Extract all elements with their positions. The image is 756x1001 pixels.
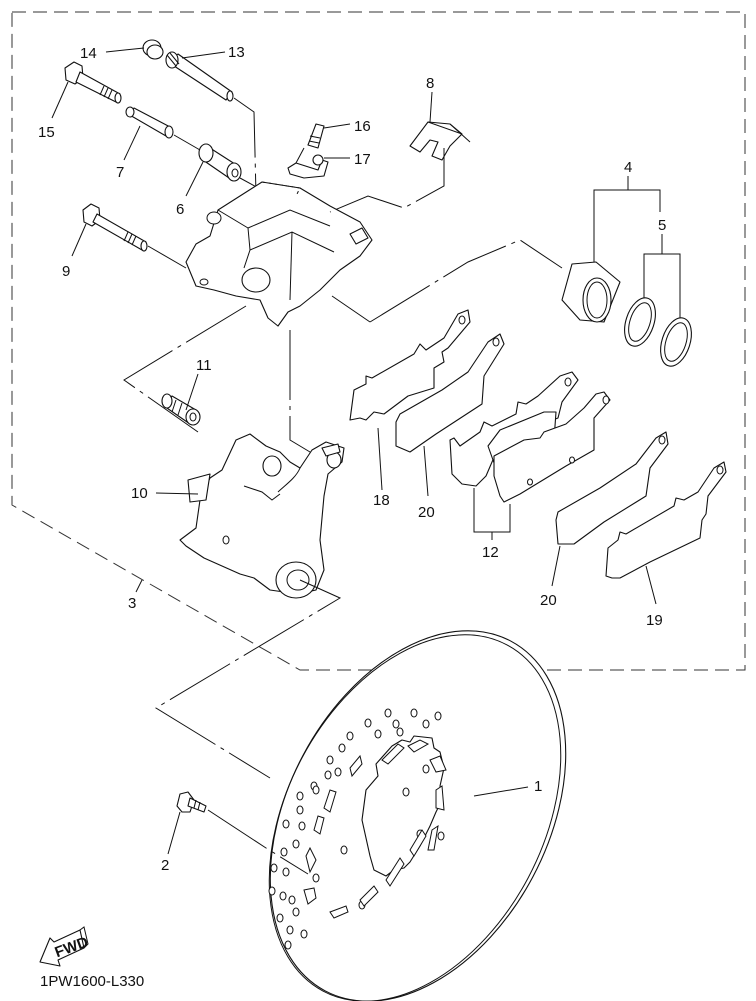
label-6[interactable]: 6: [176, 201, 184, 218]
part-7-slide-pin[interactable]: [125, 106, 174, 139]
fwd-label: FWD: [53, 934, 91, 962]
label-15[interactable]: 15: [38, 124, 55, 141]
part-19-pad-shim-outer[interactable]: [605, 461, 727, 579]
chain-2: [207, 809, 309, 875]
part-16-bleed-screw[interactable]: [307, 123, 325, 149]
chain-10: [289, 330, 321, 459]
diagram-code: 1PW1600-L330: [40, 973, 144, 990]
leader-19: [645, 565, 657, 605]
leader-7: [123, 125, 141, 161]
disc-holes: [268, 708, 445, 950]
leader-1: [473, 786, 529, 797]
leader-4: [593, 189, 661, 262]
leader-8: [429, 91, 433, 123]
leader-11: [185, 373, 199, 411]
label-8[interactable]: 8: [426, 75, 434, 92]
part-13-pad-pin[interactable]: [165, 51, 234, 102]
part-17-bleed-cap[interactable]: [287, 154, 329, 179]
part-9-caliper-bolt[interactable]: [82, 203, 148, 252]
part-8-pad-spring[interactable]: [409, 121, 471, 161]
part-12-brake-pad-kit[interactable]: [449, 371, 611, 503]
part-6-boot[interactable]: [198, 143, 242, 182]
chain-4: [369, 239, 563, 323]
leader-3: [135, 579, 143, 593]
part-15-bolt[interactable]: [64, 61, 122, 104]
leader-14: [105, 47, 145, 53]
part-20-pad-insulator-b[interactable]: [555, 431, 669, 545]
part-10-caliper-bracket[interactable]: [179, 433, 345, 599]
chain-8: [329, 148, 445, 213]
part-18-pad-shim-inner[interactable]: [349, 309, 471, 421]
part-20-pad-insulator-a[interactable]: [395, 333, 505, 453]
leader-13: [181, 51, 226, 59]
chain-9: [147, 245, 187, 269]
label-18[interactable]: 18: [373, 492, 390, 509]
label-5[interactable]: 5: [658, 217, 666, 234]
part-14-pin-plug[interactable]: [142, 39, 164, 60]
chain-11: [123, 305, 247, 433]
label-16[interactable]: 16: [354, 118, 371, 135]
part-5-piston-seals[interactable]: [619, 294, 697, 370]
chain-7: [173, 134, 201, 151]
label-14[interactable]: 14: [80, 45, 97, 62]
label-17[interactable]: 17: [354, 151, 371, 168]
label-13[interactable]: 13: [228, 44, 245, 61]
leader-16: [323, 123, 351, 129]
leader-20b: [551, 545, 561, 587]
part-2-disc-bolt[interactable]: [176, 791, 207, 813]
leader-15: [51, 81, 69, 119]
leader-9: [71, 223, 87, 257]
caliper-body[interactable]: [185, 181, 373, 327]
leader-2: [167, 811, 181, 855]
label-1[interactable]: 1: [534, 778, 542, 795]
part-11-bracket-boot[interactable]: [161, 393, 201, 426]
label-20b[interactable]: 20: [540, 592, 557, 609]
label-3[interactable]: 3: [128, 595, 136, 612]
label-4[interactable]: 4: [624, 159, 632, 176]
label-7[interactable]: 7: [116, 164, 124, 181]
chain-caliper: [331, 295, 371, 323]
part-1-brake-disc[interactable]: [210, 580, 626, 1001]
fwd-direction-arrow: FWD: [39, 926, 91, 967]
label-12[interactable]: 12: [482, 544, 499, 561]
leader-10: [155, 492, 199, 495]
part-4-piston[interactable]: [561, 261, 621, 323]
disc-slots: [303, 739, 447, 919]
chain-13: [233, 97, 257, 196]
label-20a[interactable]: 20: [418, 504, 435, 521]
label-2[interactable]: 2: [161, 857, 169, 874]
label-11[interactable]: 11: [196, 357, 212, 374]
leader-6: [185, 161, 204, 197]
chain-16: [295, 147, 305, 164]
label-10[interactable]: 10: [131, 485, 148, 502]
label-9[interactable]: 9: [62, 263, 70, 280]
leader-20a: [423, 445, 429, 497]
label-19[interactable]: 19: [646, 612, 663, 629]
leader-18: [377, 427, 383, 491]
caliper-assembly-boundary: [11, 11, 746, 671]
chain-disc: [155, 579, 342, 779]
